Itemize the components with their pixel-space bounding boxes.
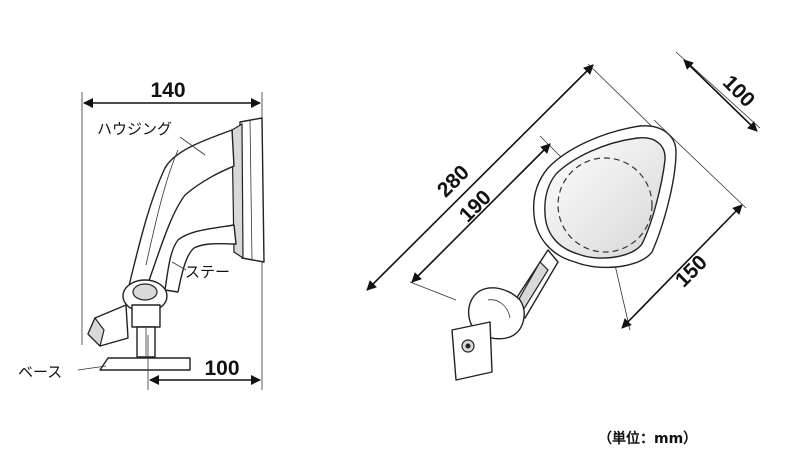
dimension-line-150 bbox=[621, 204, 743, 329]
dimension-label-140: 140 bbox=[150, 79, 185, 102]
adjuster-knob-detail bbox=[487, 299, 511, 319]
base-plate bbox=[99, 357, 191, 371]
convex-area-dashed-circle bbox=[557, 157, 653, 253]
dimension-label-190: 190 bbox=[455, 186, 496, 227]
label-base: ベース bbox=[18, 363, 62, 381]
unit-note: （単位：mm） bbox=[598, 430, 697, 447]
label-housing: ハウジング bbox=[97, 120, 172, 138]
dimension-line-top-100 bbox=[683, 59, 758, 132]
mirror-glass-front bbox=[544, 137, 666, 259]
label-stay: ステー bbox=[185, 263, 230, 281]
mirror-rim-line bbox=[249, 119, 253, 261]
leader-stay bbox=[171, 261, 187, 271]
mount-bolt-center bbox=[465, 343, 471, 349]
leader-base bbox=[77, 365, 107, 371]
stay-arm bbox=[164, 224, 237, 293]
dimension-label-top-100: 100 bbox=[718, 71, 759, 112]
joint-ball-top bbox=[132, 283, 158, 301]
leader-housing bbox=[179, 136, 206, 156]
front-view: 280 190 100 150 bbox=[366, 51, 761, 381]
joint-body bbox=[131, 304, 161, 328]
housing-back bbox=[231, 122, 244, 260]
dimension-line-190 bbox=[411, 143, 551, 283]
dimension-label-base-100: 100 bbox=[204, 357, 239, 380]
dimension-label-280: 280 bbox=[433, 161, 474, 202]
dimension-label-150: 150 bbox=[671, 251, 712, 292]
side-view: 140 100 ハウジング ステー ベース bbox=[18, 79, 265, 390]
housing-arm-crease bbox=[145, 149, 179, 266]
ext-bottom-left bbox=[409, 281, 457, 301]
clamp-nut-shade bbox=[87, 316, 105, 348]
